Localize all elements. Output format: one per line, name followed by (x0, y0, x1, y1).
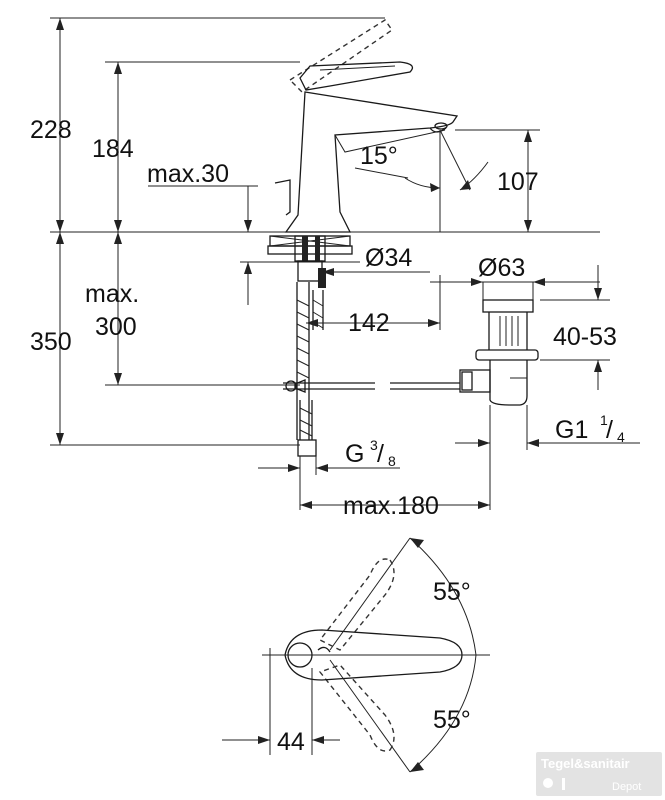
supply-hoses (296, 282, 324, 457)
dim-spout-reach: 142 (306, 275, 441, 337)
lever-handle (299, 61, 414, 91)
dim-spout-height: 184 (92, 62, 134, 232)
dim-label-g1-den: 4 (617, 429, 625, 445)
dim-label-107: 107 (497, 168, 539, 196)
angle-label-55-top: 55° (433, 578, 471, 606)
popup-rod (283, 379, 460, 393)
dim-waste-thread: G1 1 / 4 (455, 405, 640, 510)
dim-label-g-slash: / (377, 440, 384, 468)
dim-label-350: 350 (30, 328, 72, 356)
dim-max-projection: max.180 (300, 492, 490, 520)
dim-label-max30: max.30 (147, 160, 229, 188)
watermark-logo: Tegel&sanitair Depot (536, 752, 662, 796)
angle-label-55-bottom: 55° (433, 706, 471, 734)
dim-label-40-53: 40-53 (553, 323, 617, 351)
waste-valve (459, 299, 539, 406)
dim-label-g1-slash: / (606, 416, 613, 444)
dim-label-184: 184 (92, 135, 134, 163)
dim-label-228: 228 (30, 116, 72, 144)
mounting-shank (294, 235, 326, 288)
dim-deck-thickness: max.30 (147, 160, 258, 305)
dim-label-g: G (345, 440, 364, 468)
watermark-sub: Depot (612, 781, 641, 793)
dim-label-g-den: 8 (388, 453, 396, 469)
dim-below-deck-max: max. 300 (85, 232, 300, 386)
dim-label-d63: Ø63 (478, 254, 525, 282)
dim-label-g1-num: 1 (600, 412, 608, 428)
watermark-brand: Tegel&sanitair (541, 756, 630, 771)
lever-open-position (288, 19, 393, 93)
dim-label-142: 142 (348, 309, 390, 337)
dim-waste-diameter: Ø63 (430, 254, 600, 300)
spout-body (274, 91, 459, 233)
dim-label-max180: max.180 (343, 492, 439, 520)
angle-label-15: 15° (360, 142, 398, 170)
dim-label-44: 44 (277, 728, 305, 756)
dim-hole-diameter: Ø34 (322, 244, 430, 276)
dim-label-g-num: 3 (370, 437, 378, 453)
dim-connection-thread: G 3 / 8 (258, 437, 400, 510)
faucet-side-view: 15° 228 184 107 (30, 17, 640, 520)
dim-outlet-height: 107 (455, 129, 540, 232)
dim-label-d34: Ø34 (365, 244, 412, 272)
dim-waste-range: 40-53 (540, 265, 617, 390)
dim-label-max: max. (85, 280, 139, 308)
dim-below-deck-total: 350 (30, 232, 300, 446)
dim-overall-height: 228 (30, 18, 72, 232)
dim-label-g1: G1 (555, 416, 588, 444)
angle-15-indicator: 15° (354, 129, 489, 232)
faucet-top-view: 55° 55° 44 (222, 537, 490, 773)
dim-label-300: 300 (95, 313, 137, 341)
deck-plate (240, 235, 360, 263)
